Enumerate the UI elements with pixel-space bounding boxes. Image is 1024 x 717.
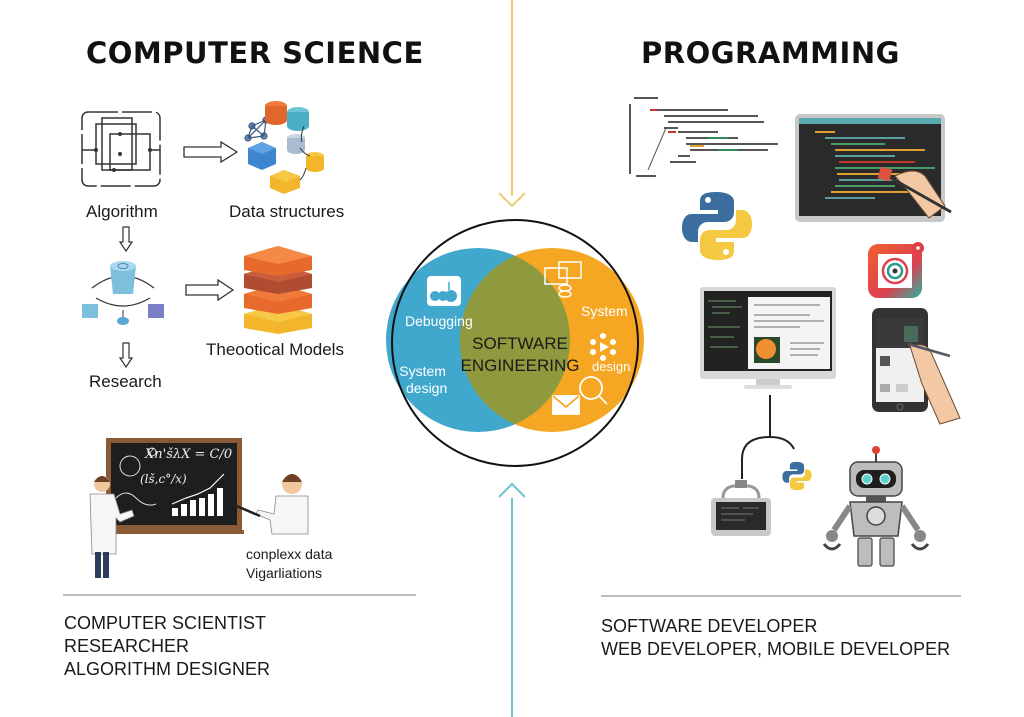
venn-title-line1: SOFTWARE xyxy=(472,334,568,353)
computer-science-title: COMPUTER SCIENCE xyxy=(86,36,424,70)
algorithm-label: Algorithm xyxy=(86,202,158,221)
chalkboard-caption-line1: conplexx data xyxy=(246,546,333,562)
bar-chart-sketch xyxy=(172,488,223,516)
venn-system-right-label: System xyxy=(581,303,628,319)
venn-outer-ring xyxy=(391,219,639,467)
desktop-monitor-web-icon xyxy=(700,287,836,389)
theoretical-models-icon xyxy=(244,246,312,334)
research-network-icon xyxy=(82,261,164,325)
software-engineering-venn xyxy=(386,219,644,467)
venn-title-line2: ENGINEERING xyxy=(460,356,580,375)
debugging-icon xyxy=(427,276,461,306)
terminal-device-icon xyxy=(711,480,771,536)
robot-icon xyxy=(822,446,930,567)
venn-overlap xyxy=(460,248,570,432)
programming-title: PROGRAMMING xyxy=(641,36,900,70)
chalkboard-formula-1: Xn'šλX = C/0 xyxy=(145,447,233,462)
data-structures-icon xyxy=(244,101,324,194)
role-item: COMPUTER SCIENTIST xyxy=(64,613,267,633)
venn-center-title: SOFTWARE ENGINEERING xyxy=(455,333,585,377)
venn-design-label: design xyxy=(406,380,448,396)
chalkboard-caption: conplexx data Vigarliations xyxy=(246,545,332,583)
system-cloud-icon xyxy=(544,261,582,298)
algorithm-icon xyxy=(81,111,161,187)
connector-lines xyxy=(741,395,795,479)
venn-design-right-label: design xyxy=(592,359,631,374)
top-arrow-head xyxy=(498,192,526,208)
role-item: ALGORITHM DESIGNER xyxy=(64,659,271,679)
arrow-right-icon xyxy=(183,141,239,163)
mail-search-icon xyxy=(552,376,608,415)
python-small-logo-icon xyxy=(782,461,812,491)
programming-roles-list: SOFTWARE DEVELOPER WEB DEVELOPER, MOBILE… xyxy=(601,615,950,661)
role-item: WEB DEVELOPER, MOBILE DEVELOPER xyxy=(601,639,951,659)
mobile-app-icon xyxy=(868,242,924,298)
left-divider xyxy=(63,594,416,596)
arrow-down-icon xyxy=(119,342,133,368)
role-item: RESEARCHER xyxy=(64,636,190,656)
venn-system-label: System xyxy=(399,363,446,379)
theoretical-models-label: Theootical Models xyxy=(206,340,344,359)
arrow-right-icon xyxy=(185,279,235,301)
bottom-arrow-head xyxy=(498,482,526,498)
code-snippet-icon xyxy=(629,97,778,177)
chalkboard-caption-line2: Vigarliations xyxy=(246,565,323,581)
research-label: Research xyxy=(89,372,162,391)
role-item: SOFTWARE DEVELOPER xyxy=(601,616,818,636)
python-logo-icon xyxy=(682,192,752,260)
smartphone-hand-icon xyxy=(872,308,961,425)
venn-system-design-left: System design xyxy=(398,363,447,397)
chalkboard-scene-illustration xyxy=(89,438,309,578)
arrow-down-icon xyxy=(119,226,133,252)
tablet-code-editor-icon xyxy=(795,114,952,222)
venn-debugging-label: Debugging xyxy=(405,313,473,329)
chalkboard-formula-2: (lš,c°/x) xyxy=(140,472,187,486)
data-structures-label: Data structures xyxy=(229,202,345,221)
cs-roles-list: COMPUTER SCIENTIST RESEARCHER ALGORITHM … xyxy=(64,612,270,681)
design-gear-icon xyxy=(590,333,616,361)
right-divider xyxy=(601,595,961,597)
